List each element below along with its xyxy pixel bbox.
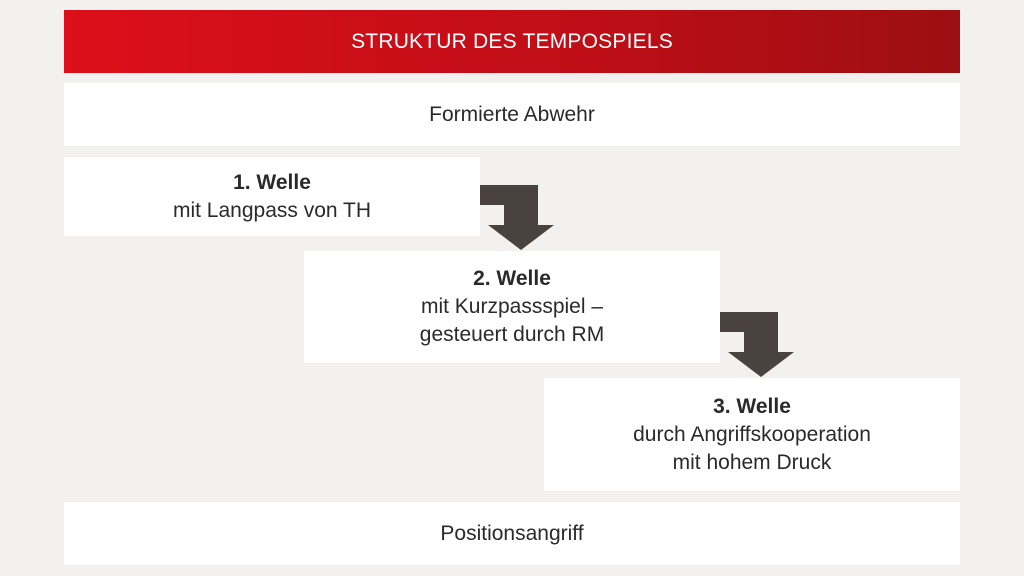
bottom-box-label: Positionsangriff: [440, 521, 584, 545]
positionsangriff-box: Positionsangriff: [64, 502, 960, 565]
wave-1-description: mit Langpass von TH: [172, 198, 372, 222]
arrow-down-right-icon: [720, 312, 794, 377]
wave-1-heading: 1. Welle: [233, 170, 311, 194]
wave-2-box: 2. Welle mit Kurzpassspiel – gesteuert d…: [304, 251, 720, 363]
wave-3-description-line-2: mit hohem Druck: [672, 450, 832, 474]
formierte-abwehr-box: Formierte Abwehr: [64, 83, 960, 146]
wave-2-description-line-2: gesteuert durch RM: [419, 323, 605, 346]
diagram-title-bar: STRUKTUR DES TEMPOSPIELS: [64, 10, 960, 73]
wave-2-description-line-1: mit Kurzpassspiel –: [420, 295, 604, 318]
wave-2-heading: 2. Welle: [473, 267, 551, 290]
wave-3-box: 3. Welle durch Angriffskooperation mit h…: [544, 378, 960, 491]
arrow-down-right-icon: [480, 185, 554, 250]
wave-1-box: 1. Welle mit Langpass von TH: [64, 157, 480, 236]
wave-3-description-line-1: durch Angriffskooperation: [633, 422, 871, 446]
diagram-title: STRUKTUR DES TEMPOSPIELS: [351, 29, 673, 53]
wave-3-heading: 3. Welle: [713, 394, 791, 418]
top-box-label: Formierte Abwehr: [429, 102, 595, 126]
